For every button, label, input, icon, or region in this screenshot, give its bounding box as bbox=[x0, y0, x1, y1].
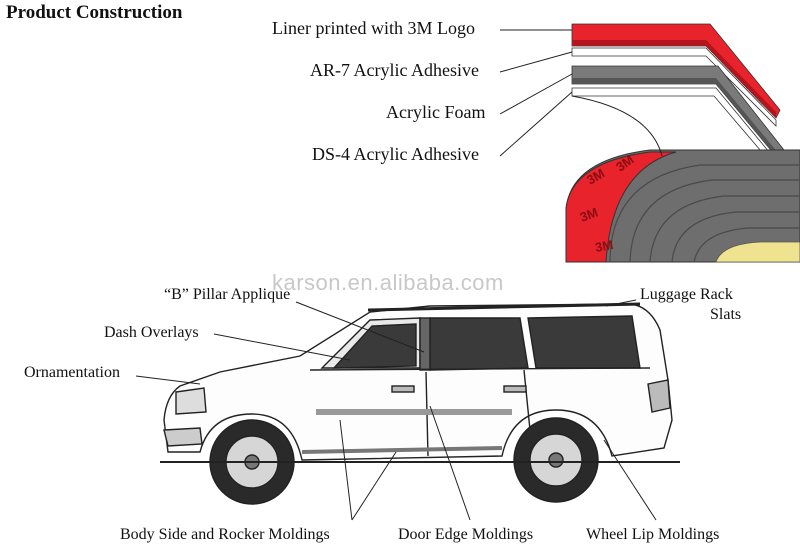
rear-wheel bbox=[513, 417, 599, 503]
layer-label-foam: Acrylic Foam bbox=[386, 102, 486, 122]
callout-dash-overlays: Dash Overlays bbox=[104, 324, 199, 341]
layer-label-ds4: DS-4 Acrylic Adhesive bbox=[312, 144, 479, 164]
layer-label-ar7: AR-7 Acrylic Adhesive bbox=[310, 60, 479, 80]
callout-luggage-rack-slats: Slats bbox=[710, 306, 742, 323]
roll-3m-logo-1: 3M bbox=[578, 205, 600, 225]
callout-b-pillar: “B” Pillar Applique bbox=[164, 286, 291, 303]
ar7-adhesive-layer bbox=[571, 47, 777, 127]
page-title: Product Construction bbox=[6, 2, 183, 23]
suv-car-illustration bbox=[160, 302, 680, 505]
callout-wheel-lip-moldings: Wheel Lip Moldings bbox=[586, 526, 720, 543]
callout-body-side-moldings: Body Side and Rocker Moldings bbox=[120, 526, 330, 543]
tape-roll bbox=[565, 95, 800, 263]
callout-door-edge-moldings: Door Edge Moldings bbox=[398, 526, 534, 543]
layer-leader-lines bbox=[499, 29, 573, 157]
layer-label-liner: Liner printed with 3M Logo bbox=[272, 18, 475, 38]
car-leader-lines bbox=[135, 299, 657, 521]
callout-ornamentation: Ornamentation bbox=[24, 364, 120, 381]
watermark: karson.en.alibaba.com bbox=[272, 270, 504, 295]
callout-luggage-rack: Luggage Rack bbox=[640, 286, 733, 303]
roll-3m-logo-3: 3M bbox=[594, 237, 614, 255]
